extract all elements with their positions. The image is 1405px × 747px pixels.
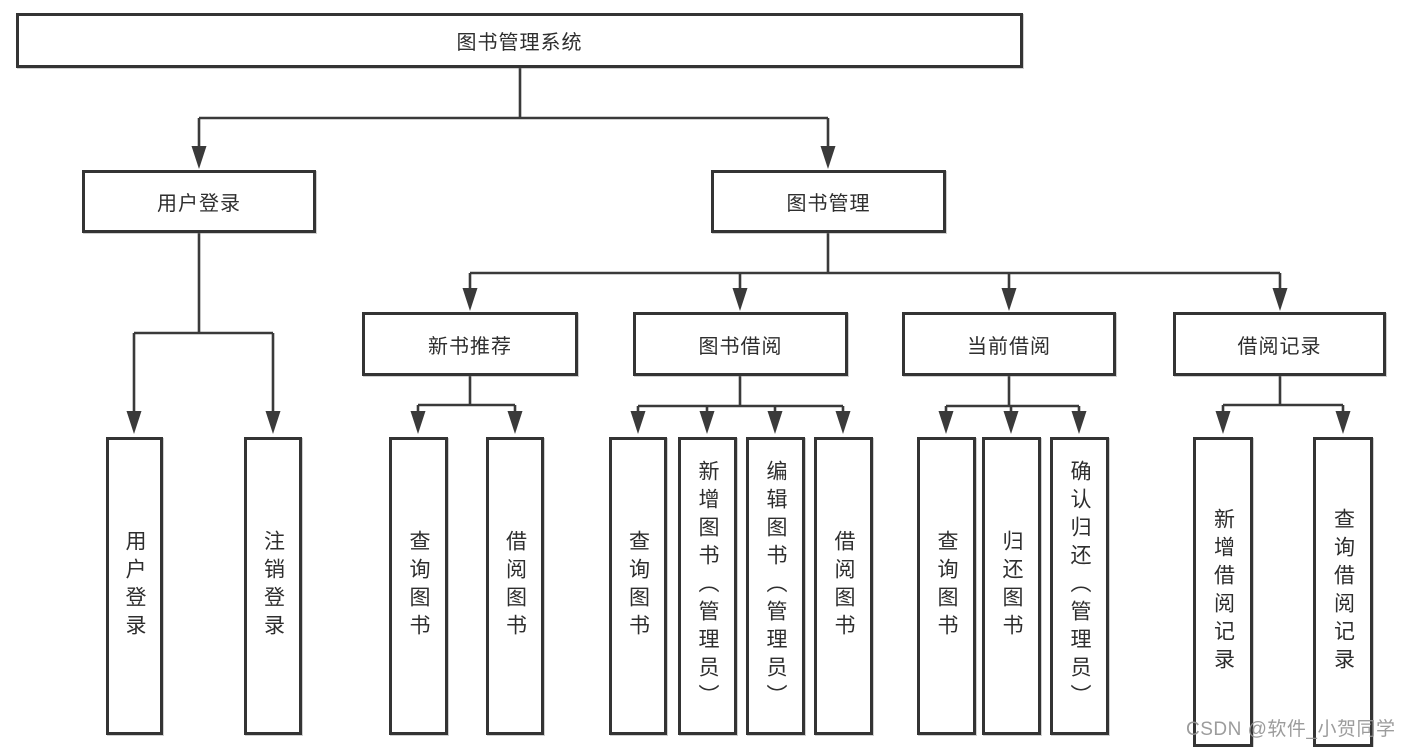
node-label: 新增借阅记录	[1211, 508, 1235, 676]
node-label: 查询图书	[626, 530, 650, 642]
node-label: 借阅图书	[832, 530, 855, 642]
node-book-borrowing: 图书借阅	[633, 312, 848, 376]
node-label: 确认归还（管理员）	[1068, 460, 1091, 712]
node-label: 查询图书	[407, 530, 430, 642]
node-user-login: 用户登录	[106, 437, 163, 735]
node-add-book-admin: 新增图书（管理员）	[678, 437, 737, 735]
node-label: 查询图书	[935, 530, 958, 642]
node-current-borrowing: 当前借阅	[902, 312, 1116, 376]
node-query-borrow-record: 查询借阅记录	[1313, 437, 1373, 747]
node-query-books-borrowing: 查询图书	[609, 437, 667, 735]
node-label: 用户登录	[123, 530, 146, 642]
node-new-book-recommendation: 新书推荐	[362, 312, 578, 376]
node-query-books-current: 查询图书	[917, 437, 976, 735]
node-label: 编辑图书（管理员）	[764, 460, 787, 712]
node-label: 新增图书（管理员）	[696, 460, 719, 712]
node-label: 图书管理	[786, 193, 871, 215]
node-label: 借阅记录	[1237, 335, 1322, 358]
node-query-books-recommendation: 查询图书	[389, 437, 448, 735]
node-label: 新书推荐	[428, 335, 512, 358]
node-user-login-group: 用户登录	[82, 170, 316, 233]
node-label: 归还图书	[1000, 530, 1023, 642]
node-label: 当前借阅	[967, 335, 1051, 358]
node-label: 图书借阅	[698, 335, 783, 358]
node-label: 查询借阅记录	[1331, 508, 1355, 676]
node-confirm-return-admin: 确认归还（管理员）	[1050, 437, 1109, 735]
node-borrowing-records: 借阅记录	[1173, 312, 1386, 376]
node-return-book: 归还图书	[982, 437, 1041, 735]
node-edit-book-admin: 编辑图书（管理员）	[746, 437, 805, 735]
csdn-watermark: CSDN @软件_小贺同学	[1186, 719, 1396, 740]
node-label: 用户登录	[157, 193, 241, 215]
node-borrow-books-borrowing: 借阅图书	[814, 437, 873, 735]
node-label: 注销登录	[261, 530, 285, 642]
node-label: 借阅图书	[503, 530, 527, 642]
node-add-borrow-record: 新增借阅记录	[1193, 437, 1253, 747]
node-book-management: 图书管理	[711, 170, 946, 233]
arrowheads	[126, 146, 1351, 434]
node-label: 图书管理系统	[456, 32, 583, 54]
node-library-management-system: 图书管理系统	[16, 13, 1023, 68]
node-borrow-books-recommendation: 借阅图书	[486, 437, 544, 735]
node-logout: 注销登录	[244, 437, 302, 735]
